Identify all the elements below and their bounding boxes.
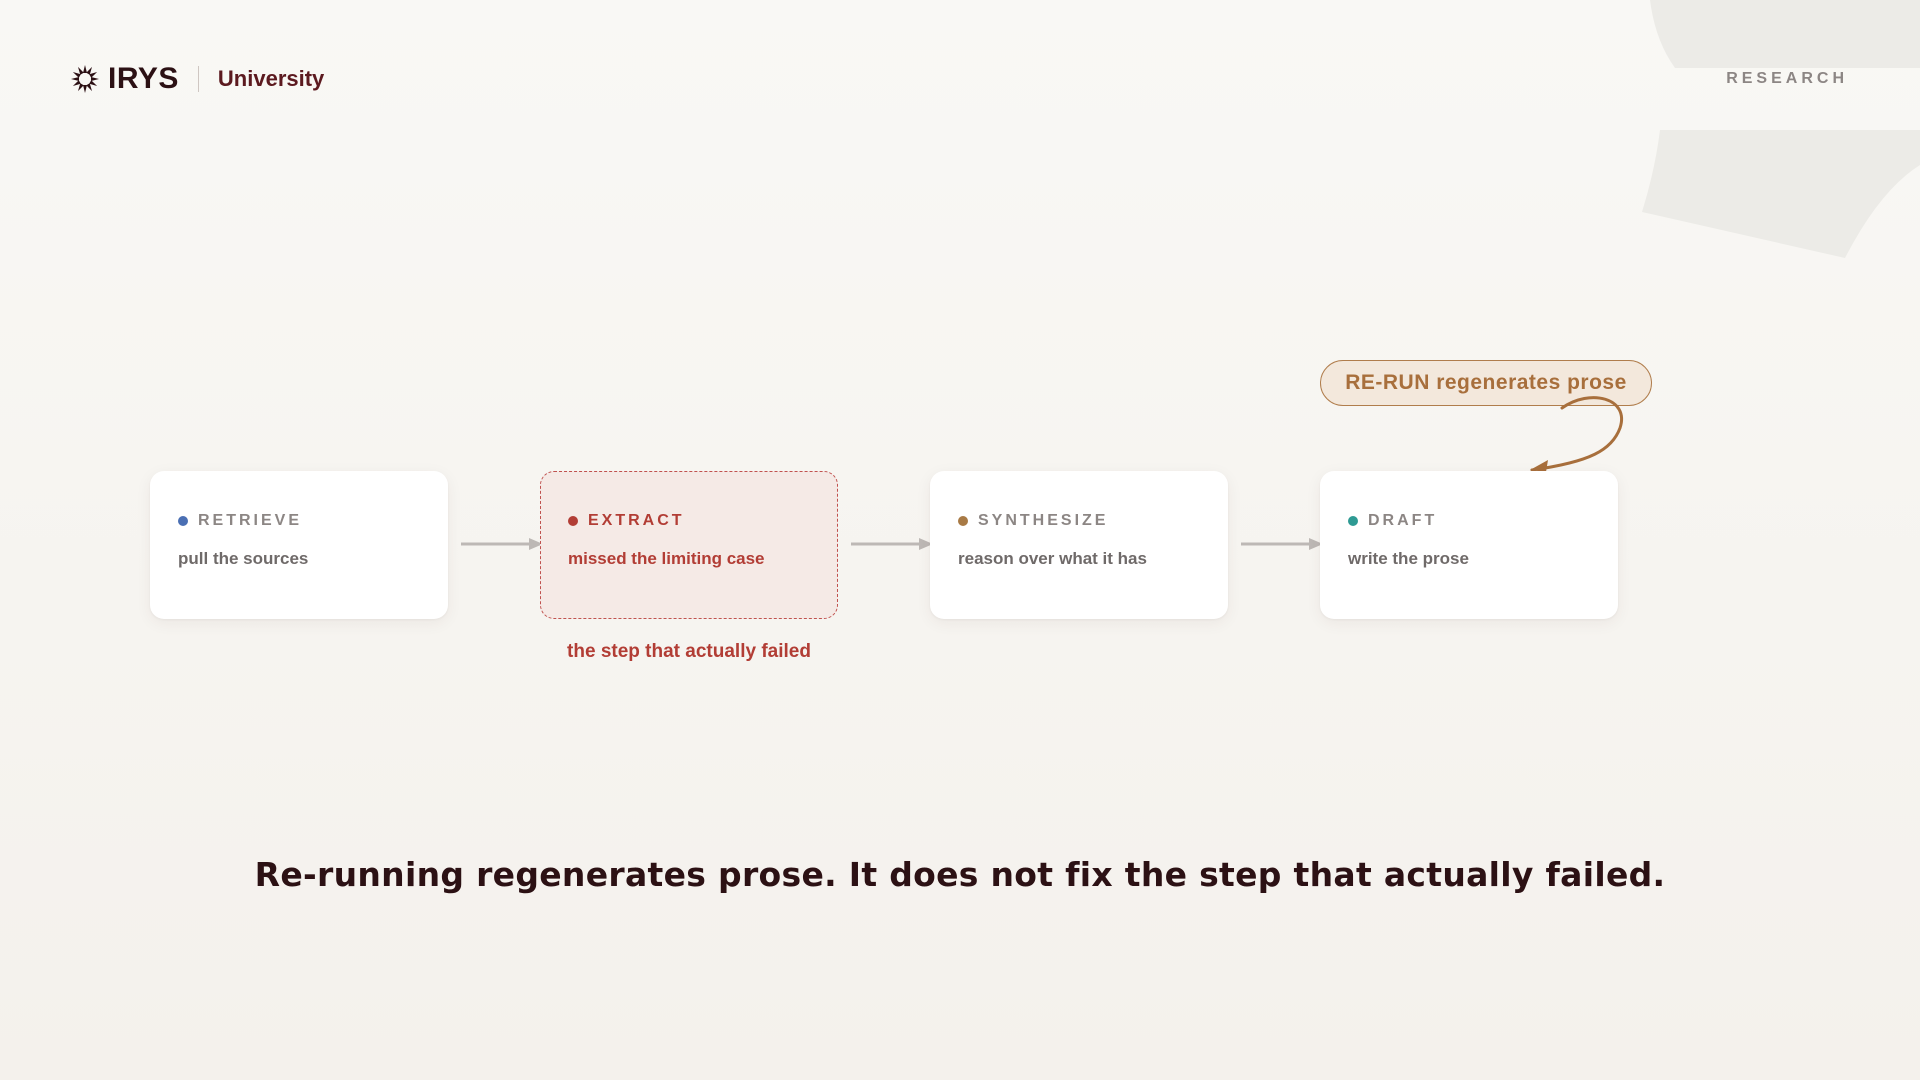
status-dot (1348, 516, 1358, 526)
failed-step-note: the step that actually failed (567, 641, 811, 662)
step-card-draft: DRAFT write the prose (1320, 471, 1618, 619)
sunburst-icon (71, 65, 99, 93)
headline: Re-running regenerates prose. It does no… (254, 855, 1666, 894)
brand-subtitle: University (217, 66, 325, 91)
brand: IRYS University (70, 62, 324, 96)
arrow-right-icon (461, 538, 543, 550)
status-dot (178, 516, 188, 526)
step-description: reason over what it has (958, 549, 1147, 568)
brand-divider (197, 66, 199, 92)
section-label: RESEARCH (1726, 70, 1848, 87)
arrow-right-icon (851, 538, 933, 550)
step-card-retrieve: RETRIEVE pull the sources (150, 471, 448, 619)
step-title: SYNTHESIZE (978, 512, 1109, 529)
step-card-synthesize: SYNTHESIZE reason over what it has (930, 471, 1228, 619)
step-title: DRAFT (1368, 512, 1438, 529)
step-description: write the prose (1348, 549, 1469, 568)
step-description: pull the sources (178, 549, 309, 568)
step-title: RETRIEVE (198, 512, 303, 529)
arrow-right-icon (1241, 538, 1323, 550)
step-title: EXTRACT (588, 512, 685, 529)
brand-name: IRYS (108, 62, 179, 95)
step-card-extract: EXTRACT missed the limiting case (540, 471, 838, 619)
step-description: missed the limiting case (568, 549, 765, 568)
status-dot (568, 516, 578, 526)
status-dot (958, 516, 968, 526)
loop-arrow-icon (1530, 396, 1624, 472)
